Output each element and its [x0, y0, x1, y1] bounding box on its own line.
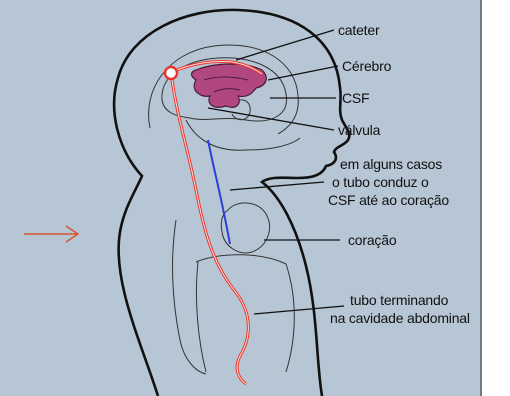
shunt-tube-abdominal-inner — [172, 80, 248, 384]
leader-cerebro — [268, 66, 338, 80]
valve-icon — [165, 67, 177, 79]
label-csf: CSF — [342, 90, 369, 106]
label-heart-path-line2: o tubo conduz o — [332, 174, 429, 190]
label-valvula: válvula — [338, 122, 380, 138]
label-coracao: coração — [348, 232, 396, 248]
label-cateter: cateter — [338, 22, 379, 38]
leader-heart-path — [230, 182, 324, 190]
leader-cateter — [236, 30, 334, 60]
right-margin — [482, 0, 510, 396]
label-heart-path-line1: em alguns casos — [340, 156, 442, 172]
label-abdominal-line2: na cavidade abdominal — [330, 310, 470, 326]
jaw-line — [186, 120, 300, 150]
label-heart-path-line3: CSF até ao coração — [328, 192, 449, 208]
heart-outline — [221, 203, 269, 253]
label-abdominal-line1: tubo terminando — [350, 292, 448, 308]
label-cerebro: Cérebro — [342, 58, 391, 74]
csf-to-heart-tube — [208, 140, 230, 244]
right-arrow-icon — [24, 226, 78, 242]
shunt-tube-abdominal — [172, 80, 248, 384]
